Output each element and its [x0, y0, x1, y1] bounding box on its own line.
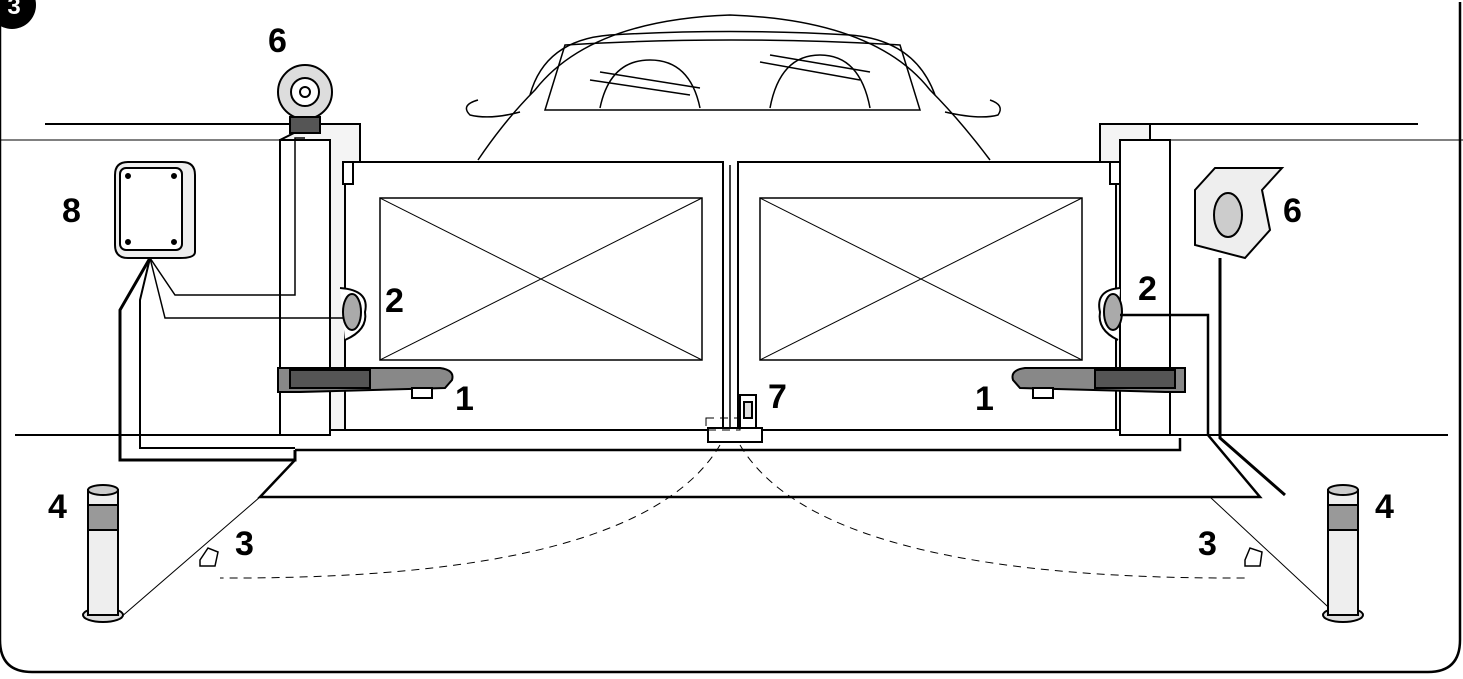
label-ground-photocell-left: 3 — [235, 525, 254, 563]
gate-leaf-right — [737, 161, 1121, 431]
label-electric-lock: 7 — [768, 378, 787, 416]
background-lines — [0, 123, 1463, 436]
label-key-selector: 6 — [1283, 192, 1302, 230]
label-column-left: 4 — [48, 488, 67, 526]
label-operator-right: 1 — [975, 380, 994, 418]
figure-number: 3 — [7, 0, 20, 20]
column-left — [82, 484, 124, 623]
wiring — [118, 137, 1286, 499]
car-illustration — [465, 14, 1001, 161]
column-right — [1322, 484, 1364, 623]
control-unit — [114, 161, 196, 259]
label-control-unit: 8 — [62, 192, 81, 230]
label-ground-photocell-right: 3 — [1198, 525, 1217, 563]
ground-line-right — [1209, 496, 1341, 619]
label-photocell-left: 2 — [385, 282, 404, 320]
ground-photocell-left — [199, 547, 219, 567]
key-selector — [1194, 167, 1285, 260]
label-photocell-right: 2 — [1138, 270, 1157, 308]
operator-right — [1011, 367, 1186, 399]
operator-left — [277, 367, 454, 399]
label-flashing-light: 6 — [268, 22, 287, 60]
photocell-left — [339, 287, 367, 341]
ground-photocell-right — [1244, 547, 1263, 567]
label-operator-left: 1 — [455, 380, 474, 418]
ground-line-left — [119, 496, 261, 619]
label-column-right: 4 — [1375, 488, 1394, 526]
flashing-light — [277, 64, 333, 134]
detection-area — [219, 417, 1246, 579]
photocell-right — [1098, 287, 1123, 341]
figure-number-badge: 3 — [0, 0, 36, 29]
electric-lock — [707, 394, 763, 443]
